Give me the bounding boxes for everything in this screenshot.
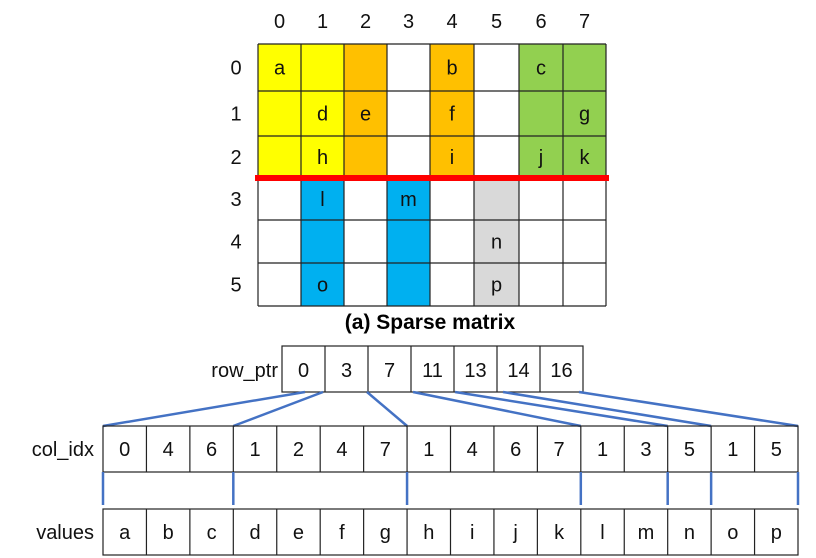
gray-region-col5: [474, 178, 519, 306]
matrix-cell: n: [491, 232, 502, 254]
matrix-cell: e: [360, 104, 371, 126]
col-idx-cell: 5: [771, 439, 782, 461]
column-header: 7: [579, 11, 590, 33]
values-box-label: values: [36, 522, 94, 544]
row-headers: 0 1 2 3 4 5: [230, 58, 241, 297]
row-ptr-cell: 0: [298, 360, 309, 382]
col-idx-cell: 1: [423, 439, 434, 461]
values-cell: d: [249, 522, 260, 544]
row-ptr-cell: 16: [550, 360, 572, 382]
pointer-connector: [412, 390, 582, 428]
row-ptr-array: row_ptr 0 3 7 11 13 14 16: [211, 345, 584, 393]
col-idx-box-label: col_idx: [32, 439, 94, 461]
row-header: 2: [230, 147, 241, 169]
column-headers: 0 1 2 3 4 5 6 7: [274, 11, 590, 33]
matrix-caption: (a) Sparse matrix: [345, 311, 516, 334]
values-cell: j: [512, 522, 517, 544]
values-cell: m: [638, 522, 655, 544]
row-header: 5: [230, 275, 241, 297]
row-header: 4: [230, 232, 241, 254]
values-cell: p: [771, 522, 782, 544]
values-cell: f: [339, 522, 345, 544]
values-cell: h: [423, 522, 434, 544]
row-ptr-cell: 3: [341, 360, 352, 382]
pointer-connector: [102, 390, 306, 428]
row-header: 3: [230, 189, 241, 211]
column-header: 2: [360, 11, 371, 33]
values-cell: l: [600, 522, 604, 544]
orange-region-col4: [430, 44, 474, 178]
matrix-cell: c: [536, 58, 546, 80]
row-ptr-label: row_ptr: [211, 360, 278, 382]
col-idx-cell: 6: [206, 439, 217, 461]
column-header: 3: [403, 11, 414, 33]
matrix-cell: m: [400, 189, 417, 211]
row-ptr-cell: 14: [507, 360, 529, 382]
values-cell: a: [119, 522, 131, 544]
col-idx-cell: 1: [727, 439, 738, 461]
col-idx-cell: 4: [467, 439, 478, 461]
values-cell: k: [554, 522, 565, 544]
matrix-cell: b: [446, 58, 457, 80]
pointer-connector: [232, 390, 324, 428]
values-cell: g: [380, 522, 391, 544]
values-array: a b c d e f g h i j k l m n o p values: [36, 508, 799, 556]
col-idx-cell: 2: [293, 439, 304, 461]
column-header: 0: [274, 11, 285, 33]
pointer-connector: [502, 390, 712, 428]
col-idx-cell: 7: [380, 439, 391, 461]
row-ptr-cell: 13: [464, 360, 486, 382]
matrix-cell: h: [317, 147, 328, 169]
matrix-cell: i: [450, 147, 454, 169]
values-cell: i: [470, 522, 474, 544]
matrix-cell-labels: a b c d e f g h i j k l m n o p: [274, 58, 591, 297]
matrix-cell: d: [317, 104, 328, 126]
column-header: 6: [535, 11, 546, 33]
row-ptr-cell: 7: [384, 360, 395, 382]
values-cell: b: [163, 522, 174, 544]
values-cell: n: [684, 522, 695, 544]
row-ptr-cell: 11: [422, 360, 443, 382]
pointer-connector: [366, 391, 408, 427]
values-cell: c: [207, 522, 217, 544]
blue-region-col1: [301, 178, 344, 306]
pointer-connector: [454, 390, 668, 428]
row-ptr-box: [281, 345, 584, 393]
col-idx-cell: 1: [597, 439, 608, 461]
matrix-cell: o: [317, 275, 328, 297]
col-idx-cell: 6: [510, 439, 521, 461]
column-header: 1: [317, 11, 328, 33]
column-header: 5: [491, 11, 502, 33]
matrix-cell: k: [580, 147, 591, 169]
matrix-cell: g: [579, 104, 590, 126]
row-header: 0: [230, 58, 241, 80]
matrix-cell: a: [274, 58, 286, 80]
matrix-cell: l: [320, 189, 324, 211]
col-idx-cell: 5: [684, 439, 695, 461]
row-header: 1: [230, 104, 241, 126]
orange-region-col2: [344, 44, 387, 178]
matrix-cell: f: [449, 104, 455, 126]
matrix-cell: p: [491, 275, 502, 297]
col-idx-cell: 4: [163, 439, 174, 461]
segment-separators: [101, 472, 800, 505]
col-idx-cell: 4: [336, 439, 347, 461]
col-idx-cell: 1: [249, 439, 260, 461]
col-idx-cell: 0: [119, 439, 130, 461]
values-cell: o: [727, 522, 738, 544]
column-header: 4: [446, 11, 457, 33]
values-cell: e: [293, 522, 304, 544]
matrix-cell: j: [538, 147, 543, 169]
col-idx-cell: 3: [640, 439, 651, 461]
pointer-connector: [578, 390, 799, 428]
col-idx-array: 0 4 6 1 2 4 7 1 4 6 7 1 3 5 1 5 col_idx: [32, 425, 799, 473]
blue-region-col3: [387, 178, 430, 306]
connector-lines: [102, 390, 799, 428]
col-idx-cell: 7: [554, 439, 565, 461]
